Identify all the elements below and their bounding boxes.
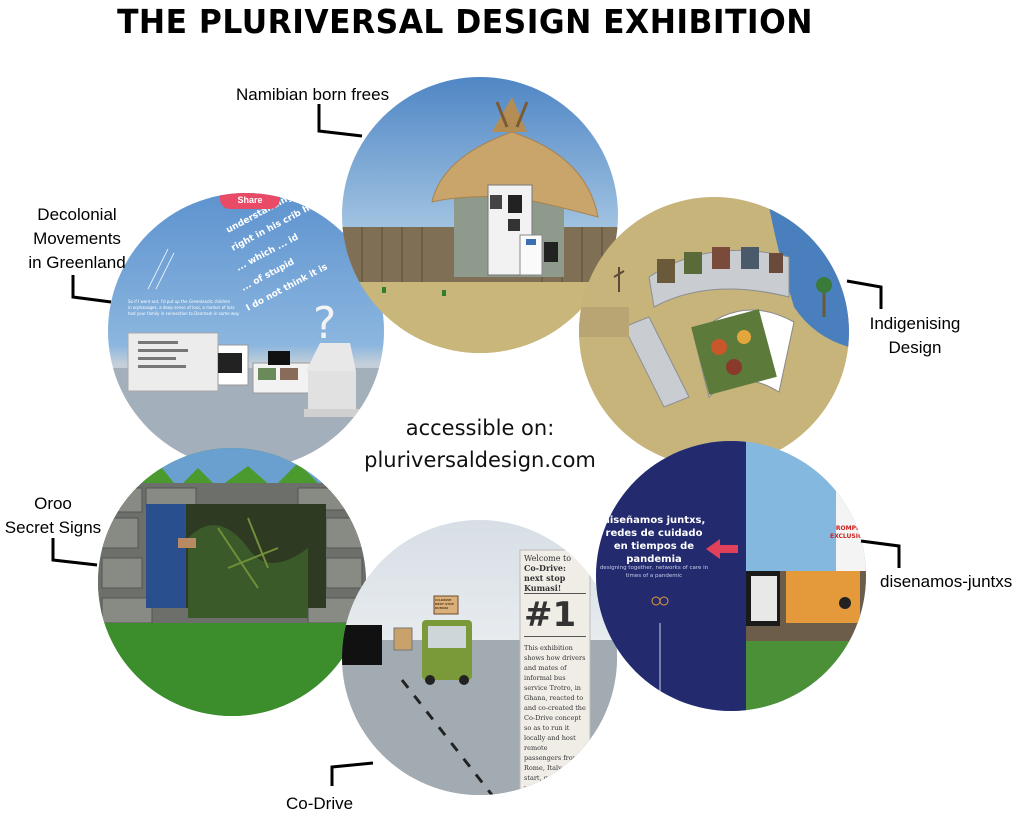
namibian-exhibit-view[interactable] [342,77,618,353]
greenland-label: Decolonial Movements in Greenland [22,203,132,275]
disenamos-heading: diseñamos juntxs, redes de cuidado en ti… [602,515,706,565]
namibian-label: Namibian born frees [236,85,390,104]
oroo-label-line-2: Secret Signs [4,518,102,537]
greenland-label-line-2: Movements [33,229,121,248]
codrive-exhibit-view[interactable]: CO-DRIVE NEXT STOP KUMASI Welcome to Co-… [342,520,617,795]
svg-text:So if I went out, I'd put up t: So if I went out, I'd put up the Greenla… [128,299,231,304]
oroo-label-line-1: Oroo [34,494,72,513]
indigenising-label-line-1: Indigenising [869,314,961,333]
disenamos-label: disenamos-juntxs [880,572,1013,591]
indigenising-exhibit-view[interactable] [579,197,849,467]
greenland-label-line-1: Decolonial [37,205,117,224]
panel-body: This exhibition shows how drivers and ma… [524,644,586,795]
greenland-label-line-3: in Greenland [28,253,126,272]
codrive-label: Co-Drive [286,794,354,813]
panel-welcome: Welcome to [524,554,572,563]
page-title: THE PLURIVERSAL DESIGN EXHIBITION [117,2,813,41]
svg-text:in orphanages, a deep sense of: in orphanages, a deep sense of loss, a m… [128,305,235,310]
panel-number: #1 [524,593,586,637]
indigenising-scene [579,204,849,408]
disenamos-subheading: designing together, networks of care in … [599,565,709,579]
accessibility-info: accessible on: pluriversaldesign.com [360,412,600,476]
disenamos-banner: ROMPE EXCLUSIÓN [830,525,866,540]
codrive-panel: Welcome to Co-Drive: next stop Kumasi! #… [524,554,586,795]
indigenising-label: Indigenising Design [855,312,975,360]
oroo-label: Oroo Secret Signs [0,492,106,540]
greenland-scene: ? understanding of grief right in his cr… [108,193,384,469]
greenland-exhibit-view[interactable]: ? understanding of grief right in his cr… [108,193,384,469]
accessible-on-text: accessible on: [405,416,555,440]
indigenising-label-line-2: Design [888,338,942,357]
namibian-hut-scene [342,97,618,353]
codrive-bus-sign: CO-DRIVE NEXT STOP KUMASI [435,598,454,610]
oroo-scene [98,448,366,716]
share-button[interactable]: Share [220,193,280,209]
svg-text:?: ? [313,298,336,349]
website-link[interactable]: pluriversaldesign.com [364,448,596,472]
oroo-exhibit-view[interactable] [98,448,366,716]
disenamos-exhibit-view[interactable]: diseñamos juntxs, redes de cuidado en ti… [596,441,866,711]
panel-title: Co-Drive: next stop Kumasi! [524,563,566,593]
svg-text:had your family in connection: had your family in connection to Denmark… [128,311,240,316]
